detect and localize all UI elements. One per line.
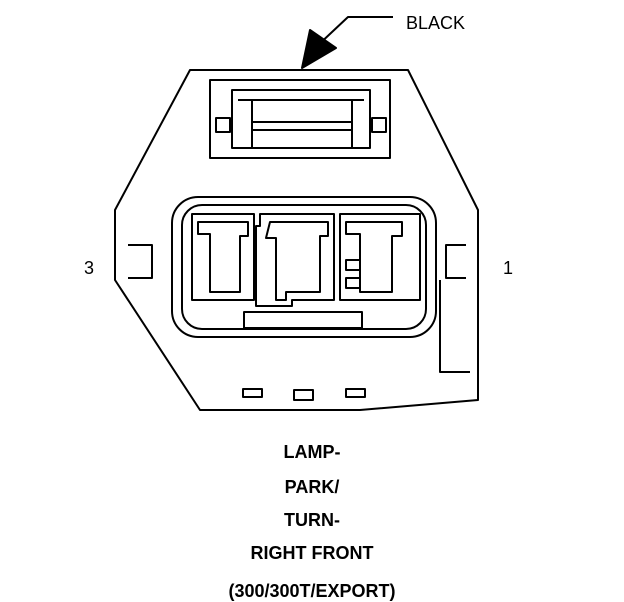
locking-tab [209, 79, 391, 159]
left-latch-ear [128, 244, 153, 279]
pin-number-right: 1 [503, 258, 514, 278]
connector-face-inner [181, 204, 427, 330]
wire-color-label: BLACK [406, 13, 466, 33]
cavity-1 [339, 213, 421, 301]
caption-line: LAMP- [283, 442, 341, 462]
connector-face-outer [171, 196, 437, 338]
cavity-3 [191, 213, 255, 301]
caption-line: (300/300T/EXPORT) [228, 581, 396, 601]
bottom-key [243, 311, 363, 329]
lower-right-step [439, 280, 470, 373]
pin-number-left: 3 [84, 258, 95, 278]
caption-line: RIGHT FRONT [250, 543, 374, 563]
caption-line: PARK/ [284, 477, 340, 497]
index-mark-upper [345, 259, 361, 271]
bottom-slot [345, 388, 366, 398]
right-latch-ear [445, 244, 466, 279]
bottom-slot [242, 388, 263, 398]
index-mark-lower [345, 277, 361, 289]
callout-arrow [301, 16, 393, 69]
bottom-slot [293, 389, 314, 401]
caption-line: TURN- [284, 510, 340, 530]
cavity-2 [255, 213, 335, 307]
connector-housing [114, 69, 479, 411]
